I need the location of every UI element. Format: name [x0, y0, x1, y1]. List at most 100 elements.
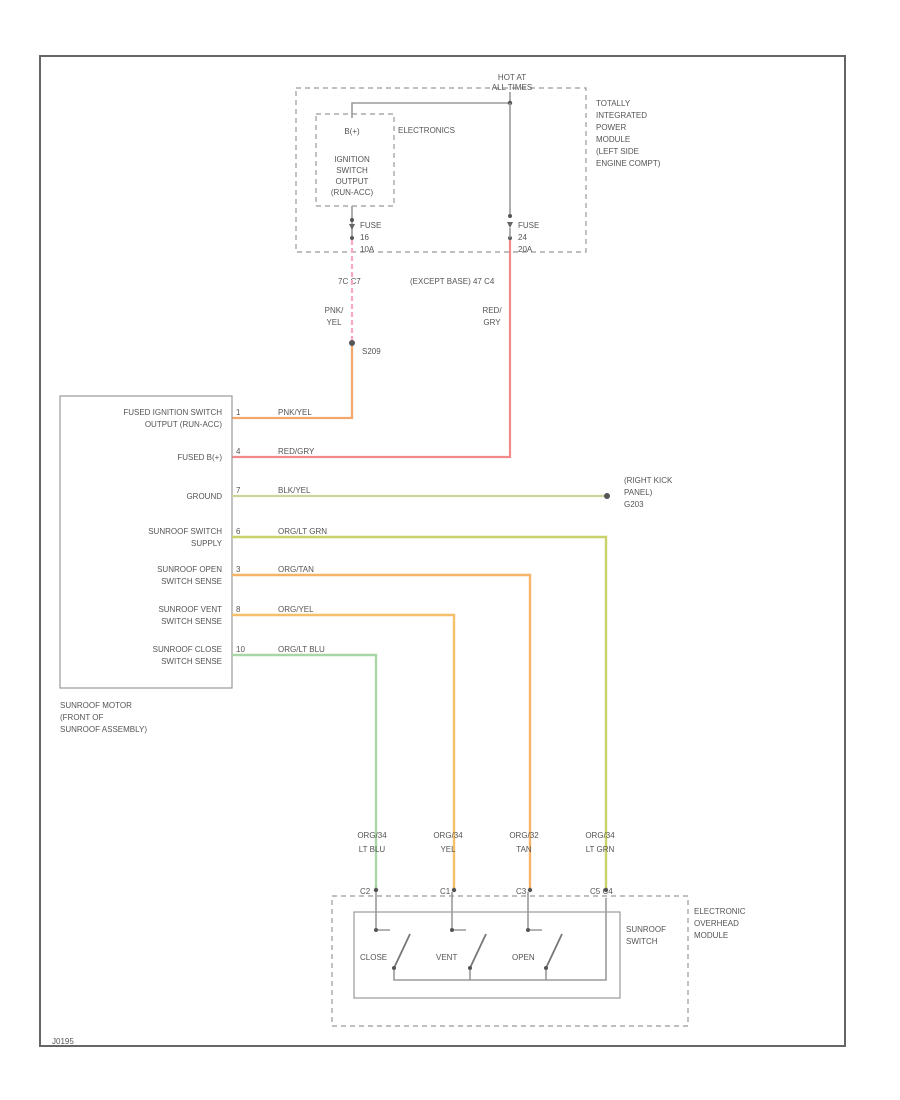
fuse-16-bot-node	[350, 236, 354, 240]
motor-wire-color-label: BLK/YEL	[278, 486, 311, 495]
ground-g203-node	[604, 493, 610, 499]
tipm-hot-label-2: ALL TIMES	[492, 83, 532, 92]
contact-node	[526, 928, 530, 932]
motor-pin-label: GROUND	[186, 492, 222, 501]
fuse-24-symbol	[507, 222, 513, 228]
motor-pin-number: 8	[236, 605, 241, 614]
motor-pin-label: SWITCH SENSE	[161, 577, 222, 586]
tipm-hot-label-1: HOT AT	[498, 73, 526, 82]
contact-pivot	[392, 966, 396, 970]
wire-vent-sense	[232, 613, 456, 888]
contact-lead	[375, 892, 390, 931]
sunroof-motor-box	[59, 395, 233, 689]
motor-pin-label: SUNROOF VENT	[158, 605, 222, 614]
contact-vent-label: VENT	[436, 953, 457, 962]
sw-wire-label-vent-2: YEL	[440, 845, 456, 854]
motor-wire-color-label: PNK/YEL	[278, 408, 312, 417]
motor-wire-color-label: ORG/YEL	[278, 605, 314, 614]
motor-pin-label: SUNROOF CLOSE	[153, 645, 222, 654]
fuse-16-symbol	[349, 224, 355, 230]
tipm-module-outline	[295, 87, 587, 253]
connector-c7-label: 7C C7	[338, 277, 361, 286]
fuse-16-label-3: 10A	[360, 245, 375, 254]
contact-lead	[527, 892, 542, 931]
motor-pin-label: SUNROOF SWITCH	[148, 527, 222, 536]
wire-red-gry-label-2: GRY	[483, 318, 501, 327]
splice-s209-label: S209	[362, 347, 381, 356]
module-name-2: OVERHEAD	[694, 919, 739, 928]
motor-pin-label: FUSED B(+)	[177, 453, 222, 462]
motor-pin-number: 3	[236, 565, 241, 574]
motor-pin-number: 4	[236, 447, 241, 456]
wire-red-gry-label-1: RED/	[482, 306, 502, 315]
ground-label-3: G203	[624, 500, 644, 509]
bplus-label: B(+)	[344, 127, 360, 136]
motor-wire-color-label: ORG/LT GRN	[278, 527, 327, 536]
fuse-16-top-node	[350, 218, 354, 222]
wire-pnk-yel-label-2: YEL	[326, 318, 342, 327]
tipm-bus	[351, 92, 511, 118]
wire-close-sense	[232, 653, 378, 888]
contact-node	[450, 928, 454, 932]
fuse-16-label-2: 16	[360, 233, 369, 242]
connector-c4-label: (EXCEPT BASE) 47 C4	[410, 277, 495, 286]
ign-out-4: (RUN-ACC)	[331, 188, 374, 197]
sunroof-switch-box	[353, 911, 621, 999]
motor-pin-label: SWITCH SENSE	[161, 657, 222, 666]
switch-common-bus-right	[469, 968, 547, 980]
diagram-frame	[39, 55, 846, 1047]
contact-open-label: OPEN	[512, 953, 535, 962]
motor-name-1: SUNROOF MOTOR	[60, 701, 132, 710]
switch-pin-node	[527, 887, 533, 893]
switch-name-2: SWITCH	[626, 937, 658, 946]
electronics-label: ELECTRONICS	[398, 126, 455, 135]
switch-pin-c5c4: C5 C4	[590, 887, 613, 896]
module-name-1: ELECTRONIC	[694, 907, 746, 916]
motor-wire-color-label: RED/GRY	[278, 447, 315, 456]
sw-wire-label-supply-1: ORG/34	[585, 831, 615, 840]
fuse-16-label-1: FUSE	[360, 221, 381, 230]
tipm-title-3: POWER	[596, 123, 626, 132]
tipm-title-6: ENGINE COMPT)	[596, 159, 661, 168]
switch-common-bus	[393, 898, 607, 981]
contact-lead	[451, 892, 466, 931]
switch-pin-c3: C3	[516, 887, 527, 896]
ground-label-2: PANEL)	[624, 488, 653, 497]
tipm-title-5: (LEFT SIDE	[596, 147, 639, 156]
vertical-wires	[232, 494, 609, 893]
motor-name-2: (FRONT OF	[60, 713, 104, 722]
motor-wire-color-label: ORG/TAN	[278, 565, 314, 574]
tipm-title-2: INTEGRATED	[596, 111, 647, 120]
tipm-title-4: MODULE	[596, 135, 630, 144]
fuse-24-label-2: 24	[518, 233, 527, 242]
module-name-3: MODULE	[694, 931, 728, 940]
sw-wire-label-open-2: TAN	[516, 845, 532, 854]
motor-pin-label: OUTPUT (RUN-ACC)	[145, 420, 223, 429]
electronics-outline	[315, 113, 395, 207]
wire-pnk-yel-lower	[232, 346, 354, 420]
sw-wire-label-vent-1: ORG/34	[433, 831, 463, 840]
fuse-24-label-3: 20A	[518, 245, 533, 254]
sw-wire-label-supply-2: LT GRN	[586, 845, 615, 854]
diagram-code: J0195	[52, 1037, 74, 1046]
motor-pin-number: 7	[236, 486, 241, 495]
switch-contacts: CLOSE VENT OPEN	[360, 892, 563, 970]
switch-pin-node	[451, 887, 457, 893]
contact-close-label: CLOSE	[360, 953, 387, 962]
wire-switch-supply	[232, 535, 608, 888]
contact-node	[374, 928, 378, 932]
motor-pin-number: 10	[236, 645, 245, 654]
wire-pnk-yel-label-1: PNK/	[325, 306, 344, 315]
contact-blade	[393, 933, 411, 969]
fuse-24-top-node	[508, 214, 512, 218]
tipm-title-1: TOTALLY	[596, 99, 631, 108]
ign-out-1: IGNITION	[334, 155, 370, 164]
fuse-24-label-1: FUSE	[518, 221, 539, 230]
contact-pivot	[468, 966, 472, 970]
motor-pin-label: SUNROOF OPEN	[157, 565, 222, 574]
ign-out-2: SWITCH	[336, 166, 368, 175]
contact-pivot	[544, 966, 548, 970]
wire-red-gry	[232, 240, 512, 459]
motor-name-3: SUNROOF ASSEMBLY)	[60, 725, 147, 734]
